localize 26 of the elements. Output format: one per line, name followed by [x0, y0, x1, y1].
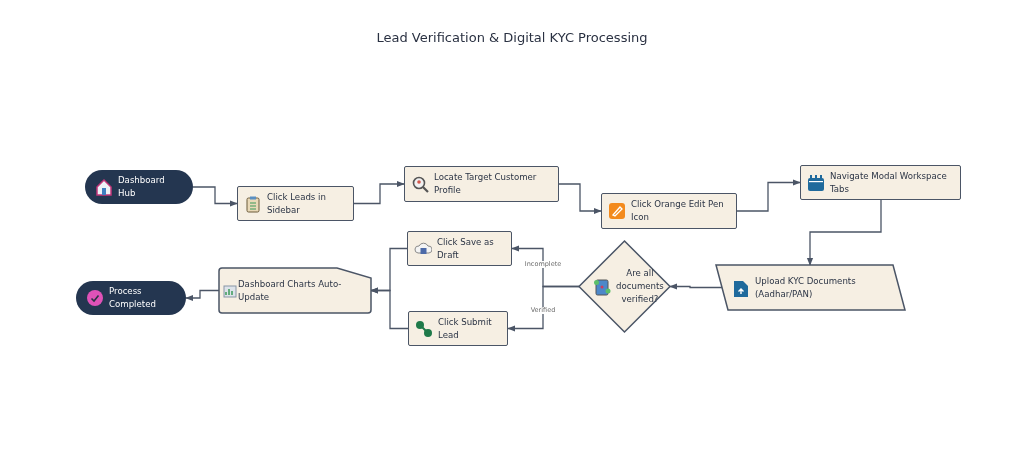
- arrow: [185, 289, 220, 302]
- node-text: Dashboard Charts Auto-Update: [238, 277, 343, 304]
- node-text: Are all documents verified?: [616, 267, 664, 306]
- node-text: Process Completed: [109, 285, 157, 311]
- arrow: [507, 285, 580, 332]
- process-box: [408, 311, 508, 346]
- node-text: Navigate Modal Workspace Tabs: [830, 169, 948, 196]
- arrow: [669, 283, 723, 290]
- process-box: [404, 166, 559, 202]
- process-box: [601, 193, 737, 229]
- node-text: Dashboard Hub: [118, 174, 166, 200]
- arrow: [806, 199, 882, 266]
- diagram-title: Lead Verification & Digital KYC Processing: [375, 30, 649, 45]
- arrow: [558, 183, 602, 215]
- process-box: [237, 186, 354, 221]
- process-box: [800, 165, 961, 200]
- arrow: [353, 180, 405, 205]
- node-text: Click Leads in Sidebar: [267, 190, 327, 217]
- node-text: Click Orange Edit Pen Icon: [631, 198, 725, 224]
- arrow: [736, 179, 801, 212]
- node-text: Click Save as Draft: [437, 235, 495, 262]
- node-text: Upload KYC Documents (Aadhar/PAN): [755, 274, 857, 301]
- node-text: Click Submit Lead: [438, 315, 493, 342]
- process-box: [407, 231, 512, 266]
- arrow: [192, 186, 238, 207]
- node-text: Locate Target Customer Profile: [434, 171, 538, 197]
